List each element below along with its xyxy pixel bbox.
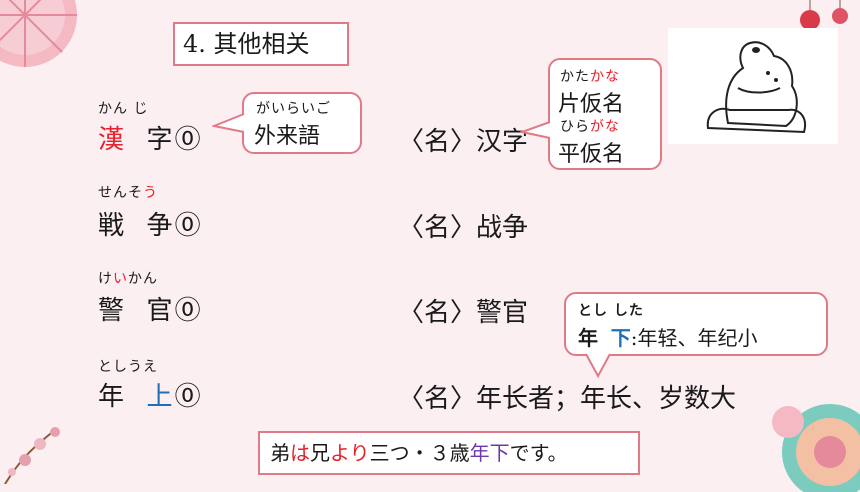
entry-4-kanji-b: 上 [146, 382, 175, 412]
entry-1-word: 漢 字⓪ [98, 119, 203, 156]
hiragana-ruby: ひらがな [560, 119, 620, 135]
toshishita-bubble: とし した 年 下:年轻、年纪小 [564, 292, 828, 356]
toshishita-ruby: とし した [578, 303, 644, 319]
entry-4-word: 年 上⓪ [98, 376, 203, 413]
gairaigo-bubble: がいらいご 外来語 [242, 92, 362, 154]
umbrella-decoration-top-left-icon [0, 0, 77, 67]
entry-3-ruby: けいかん [98, 271, 158, 287]
entry-2-kanji-a: 戦 [98, 211, 127, 241]
entry-4-ruby: としうえ [98, 359, 158, 375]
frog-icon [706, 41, 806, 134]
gairaigo-bubble-tail-icon [212, 113, 245, 133]
entry-1-ruby: かん じ [98, 101, 149, 117]
entry-4-kanji-a: 年 [98, 382, 127, 412]
entry-2-meaning: 〈名〉战争 [398, 213, 529, 243]
entry-3-kanji-a: 警 [98, 296, 127, 326]
entry-1-meaning: 〈名〉汉字 [398, 127, 529, 157]
entry-3-accent: ⓪ [174, 296, 203, 326]
entry-1-accent: ⓪ [174, 125, 203, 155]
katakana-ruby: かたかな [560, 69, 620, 85]
entry-3-kanji-b: 官 [146, 296, 175, 326]
gairaigo-ruby: がいらいご [256, 101, 331, 117]
entry-1-kanji-a: 漢 [98, 125, 127, 155]
kana-bubble: かたかな 片仮名 ひらがな 平仮名 [548, 58, 662, 170]
entry-2-accent: ⓪ [174, 211, 203, 241]
entry-4-accent: ⓪ [174, 382, 203, 412]
gairaigo-text: 外来語 [254, 124, 321, 149]
umbrella-decoration-bottom-right-icon [772, 404, 860, 492]
example-sentence: 弟は兄より三つ・３歳年下です。 [258, 431, 640, 475]
entry-1-kanji-b: 字 [146, 125, 175, 155]
cherry-blossom-decoration-icon [4, 427, 60, 484]
entry-2-ruby: せんそう [98, 185, 158, 201]
hiragana-text: 平仮名 [558, 142, 625, 167]
entry-3-word: 警 官⓪ [98, 290, 203, 327]
toshishita-word: 年 下:年轻、年纪小 [578, 326, 758, 350]
entry-2-word: 戦 争⓪ [98, 205, 203, 242]
entry-3-meaning: 〈名〉警官 [398, 298, 529, 328]
section-title: 4. 其他相关 [173, 22, 349, 66]
katakana-text: 片仮名 [558, 92, 625, 117]
entry-2-kanji-b: 争 [146, 211, 175, 241]
frog-illustration [668, 28, 838, 144]
entry-4-meaning: 〈名〉年长者；年长、岁数大 [398, 384, 737, 414]
